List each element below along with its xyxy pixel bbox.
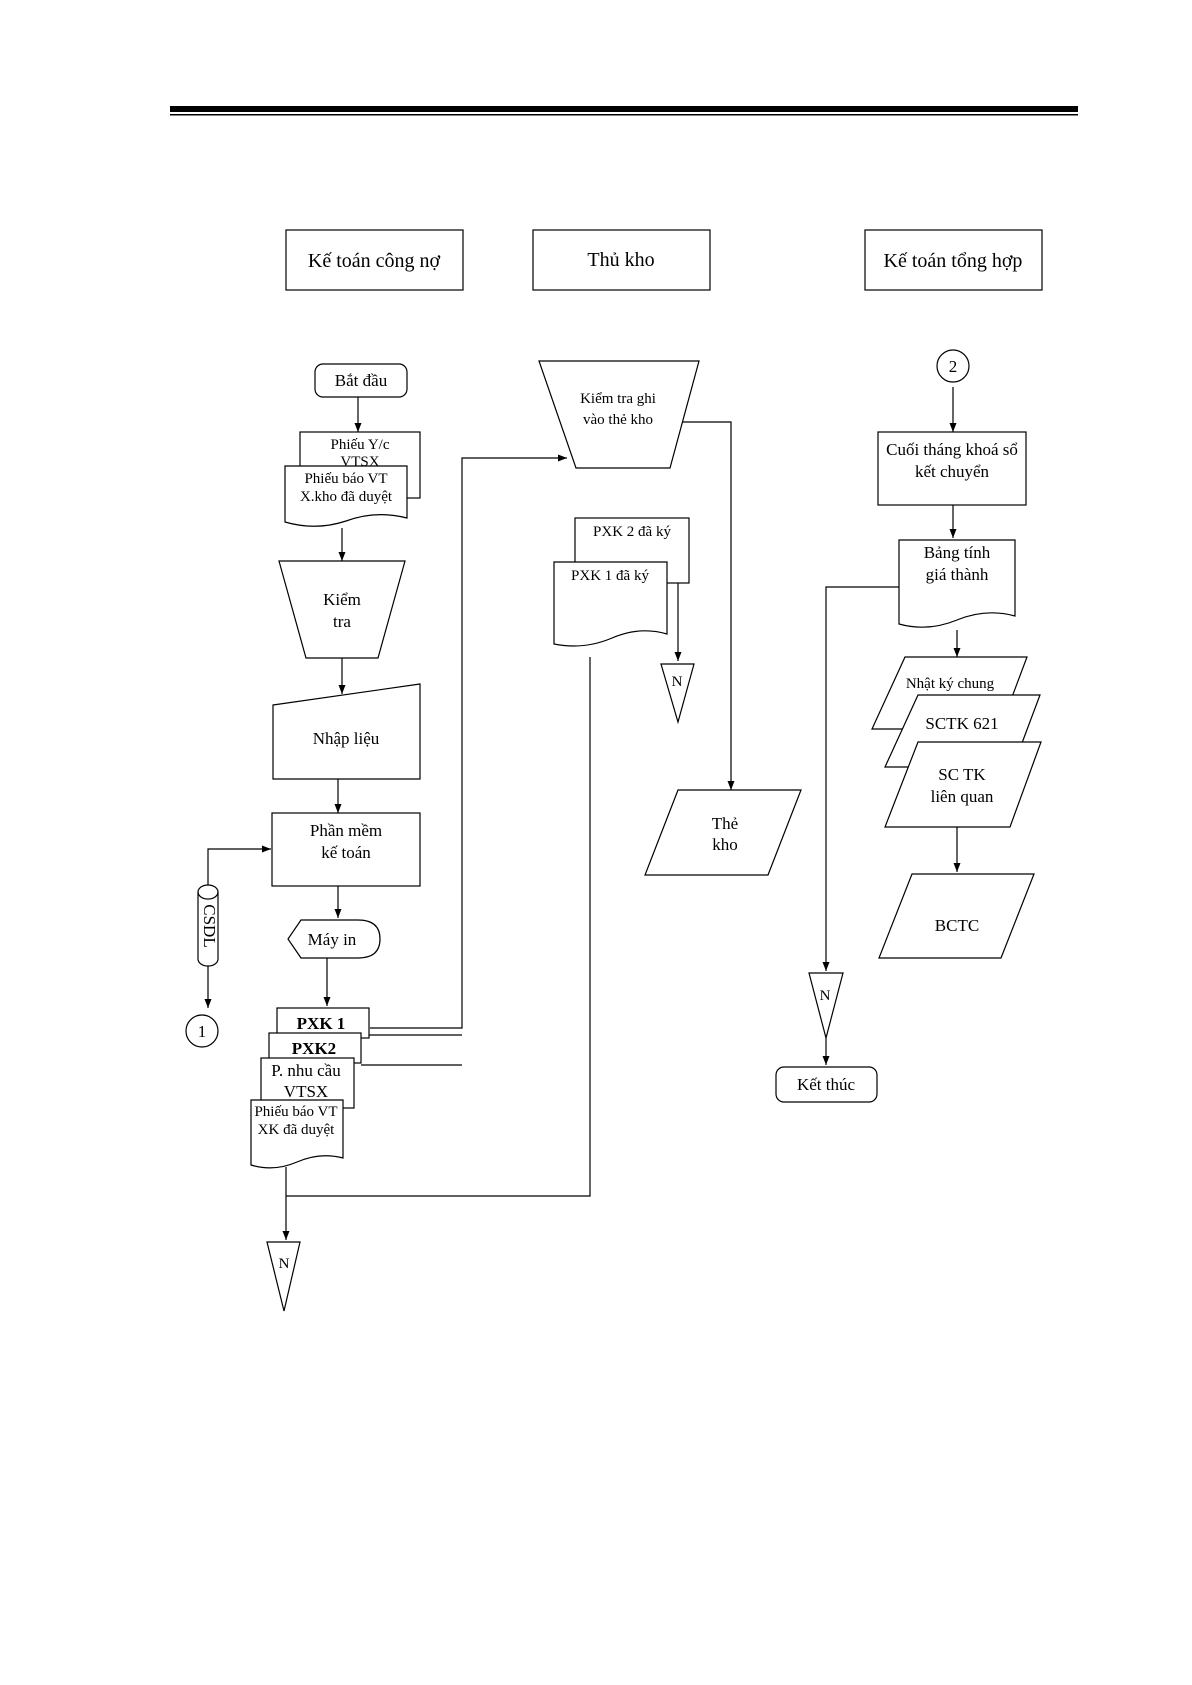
offpage-connector-2: 2 xyxy=(936,349,970,383)
stock-card-line2: kho xyxy=(712,835,738,854)
link-pxk1-signed-return xyxy=(286,657,591,1197)
approved-issue-notice-line2: X.kho đã duyệt xyxy=(300,489,393,505)
month-end-closing-line1: Cuối tháng khoá sổ xyxy=(886,440,1018,459)
accounting-software-process: Phần mềm kế toán xyxy=(271,812,421,887)
month-end-closing-line2: kết chuyển xyxy=(915,462,990,481)
end-terminal: Kết thúc xyxy=(775,1066,878,1103)
check-manual-operation-line2: tra xyxy=(333,612,351,631)
accounting-software-line2: kế toán xyxy=(321,843,371,862)
storekeeper-check-operation: Kiểm tra ghi vào thẻ kho xyxy=(538,360,700,469)
data-entry-text: Nhập liệu xyxy=(313,729,380,748)
start-terminal-text: Bắt đầu xyxy=(335,371,388,390)
financial-statements-text: BCTC xyxy=(935,916,979,935)
offline-file-left-text: N xyxy=(279,1256,290,1272)
offline-file-left: N xyxy=(266,1241,301,1312)
approved-export-notice-line2: XK đã duyệt xyxy=(258,1122,335,1138)
arrow-costing-to-file-right xyxy=(822,586,899,971)
request-document-line1: Phiếu Y/c xyxy=(330,437,389,453)
ledger-621-text: SCTK 621 xyxy=(925,714,998,733)
offline-file-middle-text: N xyxy=(672,674,683,690)
offline-file-right: N xyxy=(808,972,844,1041)
lane-header-general-accounting: Kế toán tổng hợp xyxy=(864,229,1043,291)
related-ledgers-line1: SC TK xyxy=(938,765,986,784)
arrow-pxk-to-storekeeper-check xyxy=(370,454,567,1029)
lane-header-accounts-payable-text: Kế toán công nợ xyxy=(308,250,441,272)
financial-statements-data: BCTC xyxy=(878,873,1035,959)
cost-calculation-line1: Bảng tính xyxy=(924,543,991,562)
arrow-database-to-software xyxy=(207,845,271,885)
offpage-connector-1: 1 xyxy=(185,1014,219,1048)
approved-export-notice-document: Phiếu báo VT XK đã duyệt xyxy=(250,1099,344,1169)
pxk2-document-text: PXK2 xyxy=(292,1039,336,1058)
header-rule-thin xyxy=(170,114,1078,116)
pxk1-signed-text: PXK 1 đã ký xyxy=(571,568,649,584)
database-storage: CSDL xyxy=(197,884,219,967)
related-ledgers-line2: liên quan xyxy=(931,787,994,806)
material-needs-line1: P. nhu cầu xyxy=(271,1061,341,1080)
related-ledgers-data: SC TK liên quan xyxy=(884,741,1042,828)
pxk1-signed-document: PXK 1 đã ký xyxy=(553,561,668,647)
month-end-closing-process: Cuối tháng khoá sổ kết chuyển xyxy=(877,431,1027,506)
stock-card-data: Thẻ kho xyxy=(644,789,802,876)
connectors xyxy=(204,387,961,1240)
storekeeper-check-line1: Kiểm tra ghi xyxy=(580,391,656,407)
lane-header-accounts-payable: Kế toán công nợ xyxy=(285,229,464,291)
database-storage-text: CSDL xyxy=(200,904,219,947)
offline-file-right-text: N xyxy=(820,988,831,1004)
offpage-connector-2-text: 2 xyxy=(949,357,958,376)
approved-issue-notice-document: Phiếu báo VT X.kho đã duyệt xyxy=(284,465,408,527)
printer-display-text: Máy in xyxy=(308,930,357,949)
cost-calculation-document: Bảng tính giá thành xyxy=(898,539,1016,628)
lane-header-storekeeper: Thủ kho xyxy=(532,229,711,291)
check-manual-operation-line1: Kiểm xyxy=(323,590,361,609)
end-terminal-text: Kết thúc xyxy=(797,1075,856,1094)
general-journal-text: Nhật ký chung xyxy=(906,676,995,692)
stock-card-line1: Thẻ xyxy=(712,814,738,833)
arrow-check-to-stock-card xyxy=(670,421,735,790)
approved-export-notice-line1: Phiếu báo VT xyxy=(254,1104,337,1120)
accounting-software-line1: Phần mềm xyxy=(310,821,382,840)
cost-calculation-line2: giá thành xyxy=(926,565,989,584)
offpage-connector-1-text: 1 xyxy=(198,1022,207,1041)
header-rule-thick xyxy=(170,106,1078,112)
storekeeper-check-line2: vào thẻ kho xyxy=(583,412,653,428)
printer-display: Máy in xyxy=(287,919,381,959)
pxk2-signed-text: PXK 2 đã ký xyxy=(593,524,671,540)
data-entry-manual-input: Nhập liệu xyxy=(272,683,421,780)
offline-file-middle: N xyxy=(660,663,695,725)
material-needs-line2: VTSX xyxy=(284,1082,328,1101)
lane-header-storekeeper-text: Thủ kho xyxy=(587,249,654,271)
pxk1-document-text: PXK 1 xyxy=(297,1014,346,1033)
lane-header-general-accounting-text: Kế toán tổng hợp xyxy=(884,250,1023,272)
approved-issue-notice-line1: Phiếu báo VT xyxy=(304,471,387,487)
start-terminal: Bắt đầu xyxy=(314,363,408,398)
check-manual-operation: Kiểm tra xyxy=(278,560,406,659)
